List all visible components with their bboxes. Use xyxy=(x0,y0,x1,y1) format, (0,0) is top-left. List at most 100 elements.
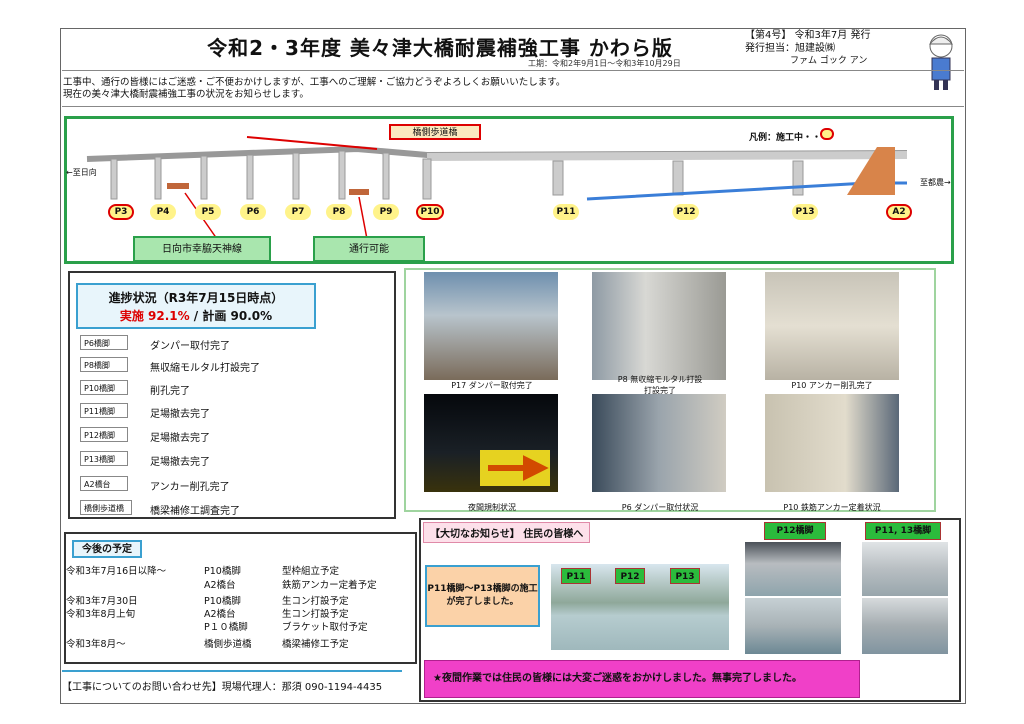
progress-actual: 実施 92.1% xyxy=(119,309,190,323)
photo-p17-damper xyxy=(424,272,558,380)
issue-publisher: 発行担当：旭建設㈱ xyxy=(745,43,835,54)
pier-label-p4: P4 xyxy=(150,204,176,220)
intro-text: 工事中、通行の皆様にはご迷惑・ご不便おかけしますが、工事へのご理解・ご協力どうぞ… xyxy=(63,77,565,101)
contact-rule xyxy=(62,670,402,672)
schedule-panel xyxy=(64,532,417,664)
notice-panel xyxy=(419,518,961,702)
issue-author: ファム ゴック アン xyxy=(790,56,868,66)
progress-item-text: 無収縮モルタル打設完了 xyxy=(150,363,260,374)
divider xyxy=(62,106,964,107)
pier-label-p9: P9 xyxy=(373,204,399,220)
photo-p6-damper-install xyxy=(592,394,726,492)
issue-number: 【第4号】 令和3年7月 発行 xyxy=(745,30,871,41)
issue-info: 【第4号】 令和3年7月 発行 発行担当：旭建設㈱ ファム ゴック アン xyxy=(745,29,870,68)
progress-plan: 計画 90.0% xyxy=(202,309,273,323)
intro-line-2: 現在の美々津大橋耐震補強工事の状況をお知らせします。 xyxy=(63,89,309,100)
legend-marker-icon xyxy=(820,128,834,140)
tag-p12: P12 xyxy=(615,568,645,584)
legend-text: 凡例：施工中・・・ xyxy=(749,133,831,143)
progress-item-label: P6橋脚 xyxy=(80,335,128,350)
divider xyxy=(62,70,964,71)
direction-left: ←至日向 xyxy=(66,168,97,177)
progress-item-label: P11橋脚 xyxy=(80,403,128,418)
progress-item-label: 橋側歩道橋 xyxy=(80,500,132,515)
photo-caption: P10 アンカー削孔完了 xyxy=(791,381,873,390)
bridge-elevation-drawing xyxy=(86,136,908,240)
schedule-place: 橋側歩道橋 xyxy=(204,639,252,650)
passable-label: 通行可能 xyxy=(313,236,425,262)
schedule-work: 橋梁補修工予定 xyxy=(282,639,349,650)
photo-p10-anchor xyxy=(765,272,899,380)
pier-label-p12: P12 xyxy=(673,204,699,220)
progress-panel xyxy=(68,271,396,519)
progress-item-label: P10橋脚 xyxy=(80,380,128,395)
progress-item-text: アンカー削孔完了 xyxy=(150,482,230,493)
pier-label-p13: P13 xyxy=(792,204,818,220)
heading-p11-13: P11, 13橋脚 xyxy=(865,522,941,540)
intro-line-1: 工事中、通行の皆様にはご迷惑・ご不便おかけしますが、工事へのご理解・ご協力どうぞ… xyxy=(63,77,566,88)
photo-p11-13-bottom xyxy=(862,598,948,654)
progress-item-label: P13橋脚 xyxy=(80,451,128,466)
photo-caption: P17 ダンパー取付完了 xyxy=(451,381,533,390)
progress-item-label: P12橋脚 xyxy=(80,427,128,442)
abutment-label-a2: A2 xyxy=(886,204,912,220)
pier-label-p5: P5 xyxy=(195,204,221,220)
photo-p11-13-top xyxy=(862,542,948,596)
pier-label-p7: P7 xyxy=(285,204,311,220)
photo-p12-top xyxy=(745,542,841,596)
schedule-date: 令和3年7月30日 xyxy=(66,596,138,607)
schedule-title: 今後の予定 xyxy=(72,540,142,558)
progress-item-text: 足場撤去完了 xyxy=(150,457,210,468)
photo-caption: P10 鉄筋アンカー定着状況 xyxy=(783,503,881,512)
progress-item-text: 橋梁補修工調査完了 xyxy=(150,506,240,517)
page-frame xyxy=(60,28,966,704)
schedule-date: 令和3年7月16日以降〜 xyxy=(66,566,167,577)
progress-item-label: P8橋脚 xyxy=(80,357,128,372)
pier-label-p10: P10 xyxy=(416,204,444,220)
progress-item-text: 削孔完了 xyxy=(150,386,190,397)
photo-caption: P8 無収縮モルタル打設打設完了 xyxy=(585,374,735,396)
photo-caption: 夜間規制状況 xyxy=(468,503,516,512)
page-title: 令和2・3年度 美々津大橋耐震補強工事 かわら版 xyxy=(207,36,673,60)
schedule-work: 型枠組立予定 xyxy=(282,566,340,577)
schedule-place: A2橋台 xyxy=(204,580,236,591)
schedule-work: 生コン打設予定 xyxy=(282,609,349,620)
photo-p12-bottom xyxy=(745,598,841,654)
contact-info: 【工事についてのお問い合わせ先】現場代理人：那須 090-1194-4435 xyxy=(62,682,383,693)
progress-item-text: ダンパー取付完了 xyxy=(150,341,230,352)
direction-right: 至都農→ xyxy=(920,178,951,187)
progress-item-text: 足場撤去完了 xyxy=(150,433,210,444)
schedule-work: 鉄筋アンカー定着予定 xyxy=(282,580,377,591)
photo-panel xyxy=(404,268,936,512)
schedule-place: P１０橋脚 xyxy=(204,622,248,633)
progress-title: 進捗状況（R3年7月15日時点） xyxy=(108,291,284,305)
tag-p11: P11 xyxy=(561,568,591,584)
photo-caption-line: P8 無収縮モルタル打設 xyxy=(617,375,703,384)
tag-p13: P13 xyxy=(670,568,700,584)
pier-label-p11: P11 xyxy=(553,204,579,220)
pier-label-p3: P3 xyxy=(108,204,134,220)
schedule-place: P10橋脚 xyxy=(204,566,241,577)
schedule-date: 令和3年8月〜 xyxy=(66,639,126,650)
photo-p8-mortar xyxy=(592,272,726,380)
progress-separator: / xyxy=(189,309,203,323)
footbridge-label: 橋側歩道橋 xyxy=(389,124,481,140)
mascot-icon xyxy=(928,34,954,90)
pier-label-p8: P8 xyxy=(326,204,352,220)
schedule-work: ブラケット取付予定 xyxy=(282,622,368,633)
completion-message: P11橋脚〜P13橋脚の施工が完了しました。 xyxy=(425,565,540,627)
photo-p10-rebar xyxy=(765,394,899,492)
schedule-work: 生コン打設予定 xyxy=(282,596,349,607)
schedule-place: P10橋脚 xyxy=(204,596,241,607)
progress-item-text: 足場撤去完了 xyxy=(150,409,210,420)
arrow-sign-icon xyxy=(480,450,550,486)
photo-caption: P6 ダンパー取付状況 xyxy=(621,503,699,512)
heading-p12: P12橋脚 xyxy=(764,522,826,540)
road-label: 日向市幸脇天神線 xyxy=(133,236,271,262)
progress-item-label: A2橋台 xyxy=(80,476,128,491)
construction-period: 工期：令和2年9月1日〜令和3年10月29日 xyxy=(528,59,681,68)
schedule-place: A2橋台 xyxy=(204,609,236,620)
notice-title: 【大切なお知らせ】 住民の皆様へ xyxy=(423,522,591,543)
photo-caption-line: 打設完了 xyxy=(644,386,676,395)
night-work-notice: ★夜間作業では住民の皆様には大変ご迷惑をおかけしました。無事完了しました。 xyxy=(424,660,860,698)
